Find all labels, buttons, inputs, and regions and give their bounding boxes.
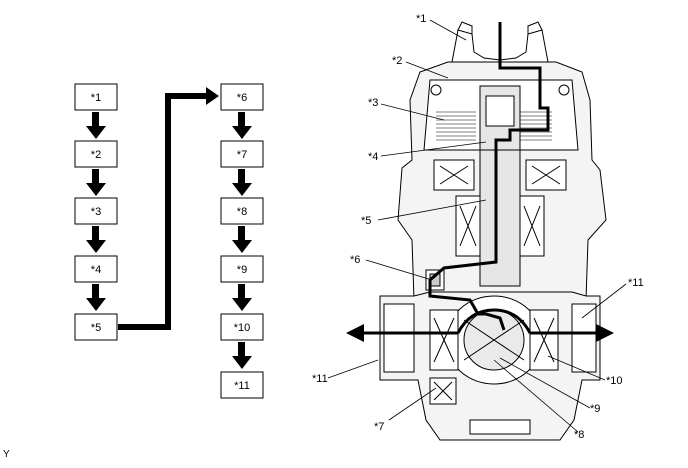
svg-text:*4: *4 — [91, 264, 101, 276]
callout-1: *1 — [416, 13, 426, 25]
callout-11-right: *11 — [628, 277, 644, 289]
callout-8: *8 — [574, 429, 584, 441]
callout-7: *7 — [374, 421, 384, 433]
svg-text:*7: *7 — [237, 149, 247, 161]
flow-box-6: *6 — [220, 83, 264, 111]
callout-leaders — [327, 19, 627, 433]
callout-4: *4 — [368, 151, 378, 163]
footer-mark: Y — [3, 449, 10, 460]
flow-box-8: *8 — [220, 197, 264, 225]
clutch-pack — [436, 111, 552, 141]
callout-labels: *1 *2 *3 *4 *5 *6 *11 *11 *10 *9 *7 *8 — [312, 13, 644, 441]
output-axle-arrows — [346, 308, 614, 342]
svg-text:*11: *11 — [234, 380, 250, 392]
svg-text:*1: *1 — [91, 92, 101, 104]
svg-text:*10: *10 — [234, 322, 251, 334]
svg-text:*6: *6 — [237, 92, 247, 104]
upper-bearings — [430, 84, 570, 191]
flow-box-9: *9 — [220, 255, 264, 283]
flow-box-11: *11 — [220, 371, 264, 399]
callout-6: *6 — [350, 254, 360, 266]
callout-2: *2 — [392, 55, 402, 67]
flow-box-4: *4 — [74, 255, 118, 283]
callout-10: *10 — [606, 375, 623, 387]
svg-text:*2: *2 — [91, 149, 101, 161]
differential-cutaway — [379, 21, 607, 441]
flow-box-1: *1 — [74, 83, 118, 111]
flow-box-5: *5 — [74, 313, 118, 341]
callout-5: *5 — [361, 215, 371, 227]
flow-box-10: *10 — [220, 313, 264, 341]
flow-box-3: *3 — [74, 197, 118, 225]
flow-arrows-left — [86, 112, 106, 311]
flow-connector — [118, 87, 219, 330]
svg-text:*9: *9 — [237, 264, 247, 276]
flow-box-7: *7 — [220, 140, 264, 168]
flow-chart: *1 *2 *3 *4 *5 — [74, 83, 264, 399]
svg-text:*3: *3 — [91, 206, 101, 218]
callout-9: *9 — [590, 403, 600, 415]
callout-3: *3 — [368, 97, 378, 109]
svg-text:*8: *8 — [237, 206, 247, 218]
svg-text:*5: *5 — [91, 322, 101, 334]
power-flow-path — [428, 22, 550, 331]
callout-11-left: *11 — [312, 373, 328, 385]
flow-arrows-right — [232, 112, 252, 369]
flow-box-2: *2 — [74, 140, 118, 168]
